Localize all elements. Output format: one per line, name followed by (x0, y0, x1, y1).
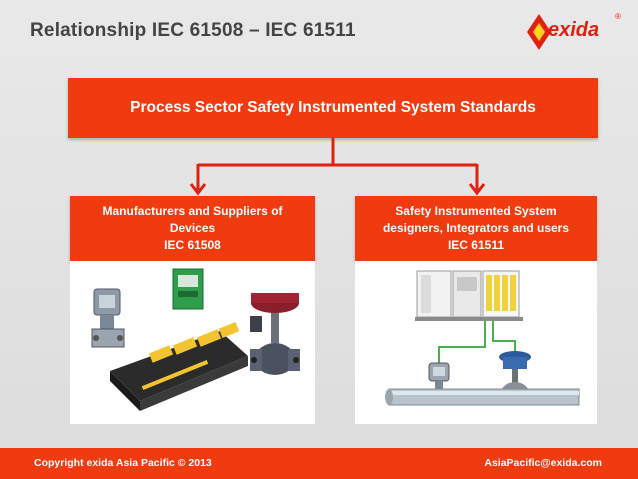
devices-illustration (91, 268, 300, 411)
io-rack-icon (110, 321, 248, 411)
manufacturers-line2: Devices (169, 221, 216, 235)
pressure-transmitter-icon (91, 288, 125, 348)
slide-title: Relationship IEC 61508 – IEC 61511 (30, 20, 356, 41)
isolator-module-icon (172, 268, 204, 310)
manufacturers-line3: IEC 61508 (164, 238, 221, 252)
sis-image-panel (355, 261, 597, 424)
exida-logo (527, 14, 551, 50)
field-transmitter-icon (428, 362, 450, 395)
footer-bar: Copyright exida Asia Pacific © 2013 Asia… (0, 448, 638, 479)
sis-line2: designers, Integrators and users (382, 221, 570, 235)
footer-copyright: Copyright exida Asia Pacific © 2013 (34, 457, 212, 469)
manufacturers-box: Manufacturers and Suppliers of Devices I… (70, 196, 315, 261)
footer-email-link[interactable]: AsiaPacific@exida.com (484, 457, 602, 469)
devices-image-panel (70, 261, 315, 424)
logo-registered-mark: ® (615, 12, 621, 21)
arrow-right-head-icon (468, 183, 486, 196)
logo-diamond-inner-icon (533, 23, 545, 41)
sis-line1: Safety Instrumented System (395, 204, 557, 218)
sis-designers-box: Safety Instrumented System designers, In… (355, 196, 597, 261)
arrow-left-head-icon (189, 183, 207, 196)
process-pipe-icon (385, 388, 580, 406)
field-wiring-icon (438, 321, 516, 365)
sis-line3: IEC 61511 (447, 238, 505, 252)
sis-illustration (385, 270, 580, 406)
top-standards-box: Process Sector Safety Instrumented Syste… (68, 78, 598, 138)
top-box-label: Process Sector Safety Instrumented Syste… (130, 99, 536, 116)
manufacturers-line1: Manufacturers and Suppliers of (102, 204, 283, 218)
logo-text: exida (548, 19, 600, 41)
control-valve-icon (250, 293, 300, 375)
logic-solver-icon (415, 270, 523, 321)
